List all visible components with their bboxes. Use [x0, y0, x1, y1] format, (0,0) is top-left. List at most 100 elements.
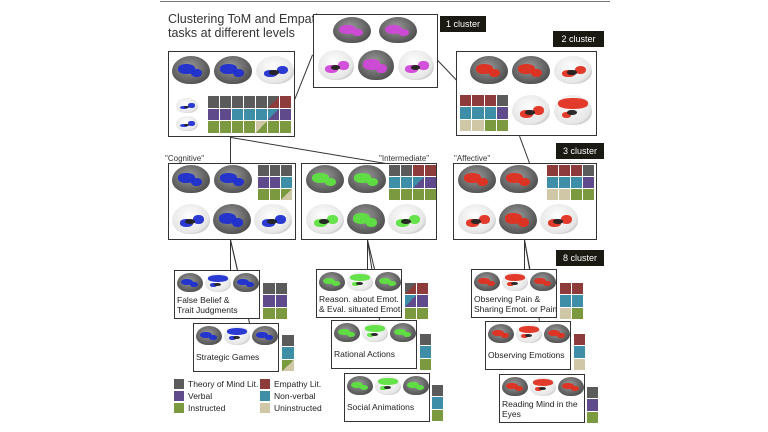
activation-blob	[226, 327, 248, 335]
activation-blob	[489, 68, 501, 77]
connector-line	[294, 54, 313, 100]
activation-blob	[364, 324, 386, 332]
grid-cell	[244, 108, 255, 121]
grid-cell	[560, 295, 571, 307]
cluster-label-ra: Rational Actions	[334, 349, 395, 359]
condition-grid-aff	[547, 165, 594, 200]
grid-cell	[405, 283, 416, 295]
activation-blob	[560, 214, 573, 224]
grid-cell	[256, 96, 267, 108]
grid-cell	[425, 177, 436, 188]
activation-blob	[517, 64, 535, 75]
grid-cell	[281, 189, 292, 200]
condition-grid-re	[405, 283, 428, 319]
grid-cell	[280, 96, 291, 108]
activation-blob	[352, 213, 370, 224]
lateral-brain-image	[214, 56, 252, 84]
activation-blob	[209, 334, 217, 341]
brainstem-shade	[511, 281, 518, 285]
activation-blob	[274, 214, 287, 224]
activation-blob	[366, 217, 378, 227]
medial-brain-image	[554, 95, 592, 125]
activation-blob	[543, 280, 551, 287]
condition-grid-rm	[587, 387, 598, 423]
medial-brain-image	[256, 56, 294, 84]
grid-cell	[559, 189, 570, 200]
lateral-brain-image	[390, 323, 416, 342]
grid-cell	[220, 121, 231, 133]
grid-cell	[432, 397, 443, 409]
grid-cell	[275, 283, 287, 295]
lateral-brain-image	[333, 17, 371, 43]
activation-blob	[325, 177, 337, 186]
brainstem-shade	[553, 219, 563, 225]
activation-blob	[505, 382, 518, 390]
grid-cell	[282, 335, 294, 347]
activation-blob	[265, 334, 273, 341]
activation-blob	[518, 325, 540, 333]
activation-blob	[207, 274, 229, 282]
lateral-brain-image	[558, 377, 584, 396]
grid-cell	[263, 283, 275, 295]
activation-blob	[188, 121, 195, 126]
grid-cell	[405, 295, 416, 307]
activation-blob	[232, 217, 244, 227]
grid-cell	[244, 121, 255, 133]
lateral-brain-image	[172, 56, 210, 84]
medial-brain-image	[554, 56, 592, 84]
lateral-brain-image	[334, 323, 360, 342]
activation-blob	[233, 177, 245, 186]
activation-blob	[521, 334, 528, 339]
activation-blob	[477, 277, 490, 285]
cluster-label-line: Strategic Games	[196, 352, 260, 362]
brainstem-shade	[401, 219, 411, 225]
brainstem-shade	[267, 219, 277, 225]
grid-cell	[420, 334, 431, 346]
grid-cell	[572, 307, 583, 319]
title-line-2: tasks at different levels	[168, 26, 295, 40]
legend-swatch	[260, 403, 270, 413]
medial-brain-image	[254, 204, 292, 234]
cluster-label-line: Rational Actions	[334, 349, 395, 359]
medial-brain-image	[347, 272, 373, 291]
connector-line	[437, 60, 457, 81]
activation-blob	[191, 68, 203, 77]
legend-label: Uninstructed	[274, 403, 322, 413]
grid-cell	[574, 346, 585, 358]
activation-blob	[360, 384, 368, 391]
legend-item: Theory of Mind Lit.	[174, 379, 258, 389]
condition-grid-ra	[420, 334, 431, 370]
condition-grid-cog	[258, 165, 292, 200]
grid-cell	[282, 359, 294, 371]
medial-brain-image	[388, 204, 426, 234]
brainstem-shade	[471, 219, 481, 225]
activation-blob	[376, 63, 387, 73]
activation-blob	[352, 28, 364, 37]
activation-blob	[416, 384, 424, 391]
activation-blob	[229, 336, 236, 341]
grid-cell	[472, 119, 484, 131]
lateral-brain-image	[488, 324, 514, 343]
medial-brain-image	[176, 116, 198, 131]
lateral-brain-image	[379, 17, 417, 43]
grid-cell	[572, 283, 583, 295]
lateral-brain-image	[252, 326, 278, 345]
medial-brain-image	[205, 273, 231, 292]
activation-blob	[276, 65, 289, 75]
grid-cell	[401, 177, 412, 188]
activation-blob	[349, 273, 371, 281]
grid-cell	[281, 177, 292, 188]
grid-cell	[269, 189, 281, 200]
grid-cell	[389, 165, 400, 176]
activation-blob	[210, 283, 217, 288]
legend-label: Instructed	[188, 403, 226, 413]
grid-cell	[417, 307, 428, 319]
grid-cell	[559, 177, 570, 188]
lateral-brain-image	[177, 273, 203, 292]
grid-cell	[572, 295, 583, 307]
legend-label: Verbal	[188, 391, 213, 401]
lateral-brain-image	[403, 376, 429, 395]
grid-cell	[547, 165, 558, 176]
lateral-brain-image	[172, 165, 210, 193]
